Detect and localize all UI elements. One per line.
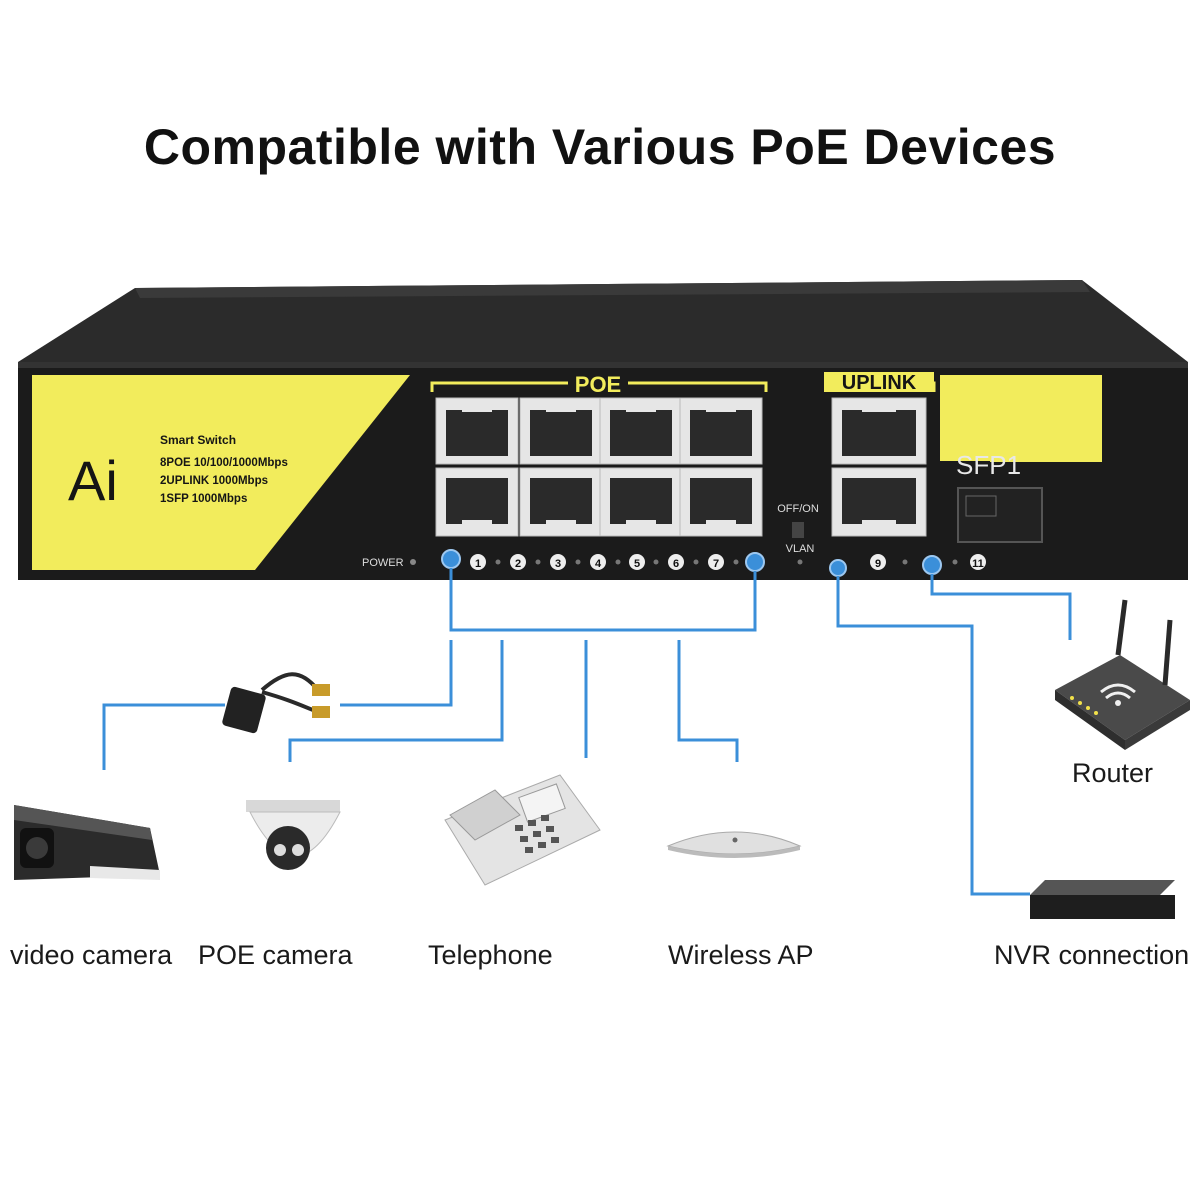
port-number: 4 bbox=[595, 558, 602, 570]
port-number-badge bbox=[708, 554, 724, 570]
brand-logo: Ai bbox=[68, 449, 118, 512]
poe-port bbox=[679, 467, 763, 537]
link-to-wireless-ap bbox=[677, 640, 739, 762]
spec-line-3: 1SFP 1000Mbps bbox=[160, 493, 247, 505]
uplink-port bbox=[831, 397, 927, 465]
nvr-icon bbox=[1030, 880, 1175, 919]
poe-port bbox=[599, 397, 683, 465]
spec-line-2: 2UPLINK 1000Mbps bbox=[160, 475, 268, 487]
port-leds: 1 2 3 4 5 6 7 9 11 bbox=[470, 554, 986, 570]
port-number: 1 bbox=[475, 558, 481, 570]
link-to-poe-camera bbox=[288, 640, 504, 762]
port-number: 7 bbox=[713, 558, 719, 570]
uplink-group-label: UPLINK bbox=[842, 372, 917, 394]
switch-top-face bbox=[18, 280, 1188, 362]
port-number-badge bbox=[510, 554, 526, 570]
port-highlight-dot bbox=[829, 559, 847, 577]
port-number-badge bbox=[470, 554, 486, 570]
port-number: 6 bbox=[673, 558, 679, 570]
uplink-label-bg bbox=[824, 372, 934, 392]
port-highlight-dot bbox=[745, 552, 765, 572]
dip-switch-label-bottom: VLAN bbox=[786, 543, 815, 555]
connection-lines bbox=[102, 568, 1072, 896]
nvr-label: NVR connection bbox=[994, 940, 1190, 970]
poe-camera-label: POE camera bbox=[198, 940, 353, 970]
port-highlight-dot bbox=[441, 549, 461, 569]
port-number-badge bbox=[668, 554, 684, 570]
yellow-panel-right-fill bbox=[940, 375, 1102, 461]
poe-bus-line bbox=[449, 568, 757, 632]
port-highlight-dot bbox=[922, 555, 942, 575]
highlight-dots bbox=[441, 549, 942, 577]
vlan-dip-switch bbox=[792, 522, 804, 538]
poe-port bbox=[519, 397, 603, 465]
switch-model: Smart Switch bbox=[160, 433, 236, 447]
sfp-port bbox=[957, 487, 1043, 543]
uplink-port bbox=[831, 467, 927, 537]
router-label: Router bbox=[1072, 758, 1154, 788]
poe-port bbox=[679, 397, 763, 465]
sfp-port-detail bbox=[965, 495, 997, 517]
video-camera-icon bbox=[14, 805, 160, 880]
switch-top-edge bbox=[135, 280, 1090, 298]
uplink-ports bbox=[831, 397, 927, 537]
wireless-ap-icon bbox=[666, 831, 802, 858]
port-number: 3 bbox=[555, 558, 561, 570]
poe-port bbox=[435, 467, 519, 537]
power-label: POWER bbox=[362, 557, 404, 569]
page-title: Compatible with Various PoE Devices bbox=[143, 119, 1057, 175]
switch-front-edge bbox=[18, 362, 1188, 368]
link-to-router bbox=[930, 574, 1072, 640]
poe-ports bbox=[435, 397, 763, 537]
router-icon bbox=[1055, 599, 1190, 750]
port-number: 5 bbox=[634, 558, 640, 570]
video-camera-label: video camera bbox=[10, 940, 173, 970]
sfp-label: SFP1 bbox=[956, 450, 1021, 480]
port-number-badge bbox=[629, 554, 645, 570]
port-number-badge bbox=[550, 554, 566, 570]
wireless-ap-label: Wireless AP bbox=[668, 940, 814, 970]
poe-switch: Ai Smart Switch 8POE 10/100/1000Mbps 2UP… bbox=[18, 280, 1188, 580]
poe-port bbox=[599, 467, 683, 537]
telephone-label: Telephone bbox=[428, 940, 553, 970]
telephone-icon bbox=[444, 774, 601, 886]
link-to-injector bbox=[340, 640, 453, 707]
dip-switch-label-top: OFF/ON bbox=[777, 503, 819, 515]
port-number: 2 bbox=[515, 558, 521, 570]
poe-camera-icon bbox=[246, 800, 341, 870]
poe-port bbox=[435, 397, 519, 465]
spec-line-1: 8POE 10/100/1000Mbps bbox=[160, 457, 288, 469]
poe-port bbox=[519, 467, 603, 537]
port-number-badge bbox=[970, 554, 986, 570]
port-number-badge bbox=[870, 554, 886, 570]
port-number-badge bbox=[590, 554, 606, 570]
yellow-panel-left bbox=[32, 375, 410, 570]
port-number: 11 bbox=[972, 558, 984, 570]
power-led bbox=[410, 559, 416, 565]
link-to-nvr bbox=[836, 576, 1030, 896]
link-to-video-camera bbox=[102, 703, 225, 770]
poe-group-label: POE bbox=[575, 372, 621, 397]
poe-splitter-icon bbox=[222, 672, 330, 734]
port-number: 9 bbox=[875, 558, 881, 570]
poe-bracket bbox=[430, 381, 768, 392]
